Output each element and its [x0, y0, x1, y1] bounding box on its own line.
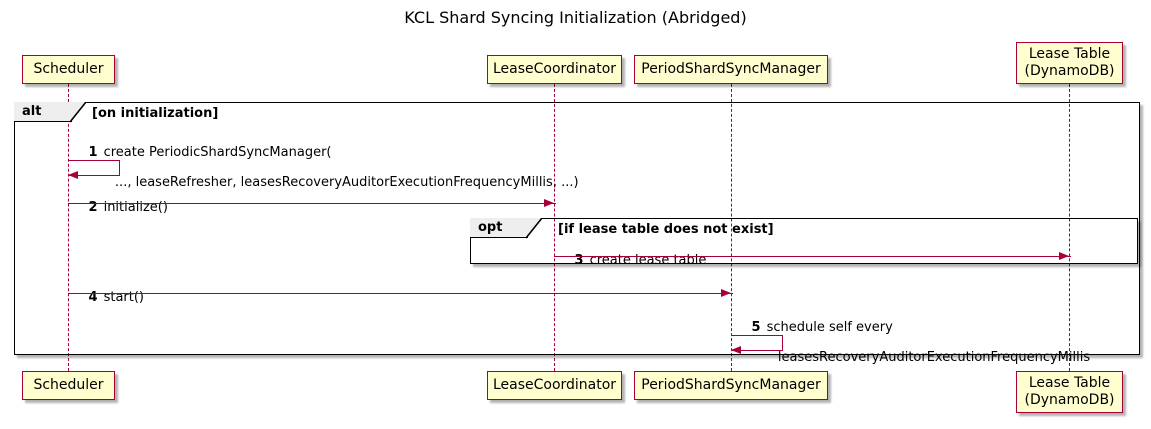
- message-4-arrowhead-icon: [721, 288, 731, 297]
- opt-frame-tab: opt: [470, 218, 528, 238]
- message-1-arrowhead-icon: [68, 171, 78, 179]
- opt-frame: [470, 218, 1138, 264]
- message-5-arrowhead-icon: [731, 346, 741, 354]
- participant-scheduler-top[interactable]: Scheduler: [22, 55, 115, 84]
- alt-frame-operator: alt: [22, 104, 42, 119]
- participant-lease-coordinator-top[interactable]: LeaseCoordinator: [487, 55, 622, 84]
- message-1-number: 1: [88, 145, 98, 160]
- message-5-label: 5 schedule self every leasesRecoveryAudit…: [735, 305, 1091, 380]
- message-3-arrowhead-icon: [1059, 251, 1069, 260]
- message-1-text: create PeriodicShardSyncManager(: [103, 145, 332, 160]
- message-2-number: 2: [88, 200, 98, 215]
- message-5-text-2: leasesRecoveryAuditorExecutionFrequencyM…: [765, 350, 1091, 365]
- lifeline-lease-table: [1069, 84, 1070, 371]
- opt-frame-tab-corner-icon: [526, 218, 542, 239]
- diagram-title: KCL Shard Syncing Initialization (Abridg…: [404, 8, 747, 27]
- opt-frame-guard: [if lease table does not exist]: [558, 222, 774, 237]
- message-2-line: [68, 203, 556, 204]
- lifeline-period-shard-sync-manager: [731, 84, 732, 371]
- message-1-label: 1 create PeriodicShardSyncManager( ..., l…: [72, 130, 579, 205]
- alt-frame-guard: [on initialization]: [92, 106, 219, 121]
- message-4-line: [68, 293, 733, 294]
- message-1-text-2: ..., leaseRefresher, leasesRecoveryAudit…: [102, 175, 579, 190]
- message-2-arrowhead-icon: [544, 198, 554, 207]
- message-5-number: 5: [751, 320, 761, 335]
- message-5-text: schedule self every: [766, 320, 893, 335]
- alt-frame-tab-corner-icon: [70, 102, 86, 123]
- message-3-line: [554, 256, 1071, 257]
- participant-scheduler-bottom[interactable]: Scheduler: [22, 371, 115, 400]
- participant-lease-table-bottom[interactable]: Lease Table (DynamoDB): [1016, 371, 1123, 413]
- participant-period-shard-sync-manager-top[interactable]: PeriodShardSyncManager: [634, 55, 828, 84]
- lifeline-lease-coordinator: [554, 84, 555, 371]
- lifeline-scheduler: [68, 84, 69, 371]
- message-1-self-loop: [68, 160, 120, 176]
- message-3-number: 3: [574, 253, 584, 268]
- alt-frame-tab: alt: [14, 102, 72, 122]
- opt-frame-operator: opt: [478, 220, 503, 235]
- alt-frame: [14, 102, 1140, 355]
- message-5-self-loop: [731, 335, 783, 351]
- participant-period-shard-sync-manager-bottom[interactable]: PeriodShardSyncManager: [634, 371, 828, 400]
- message-4-number: 4: [88, 290, 98, 305]
- participant-lease-table-top[interactable]: Lease Table (DynamoDB): [1016, 42, 1123, 84]
- participant-lease-coordinator-bottom[interactable]: LeaseCoordinator: [487, 371, 622, 400]
